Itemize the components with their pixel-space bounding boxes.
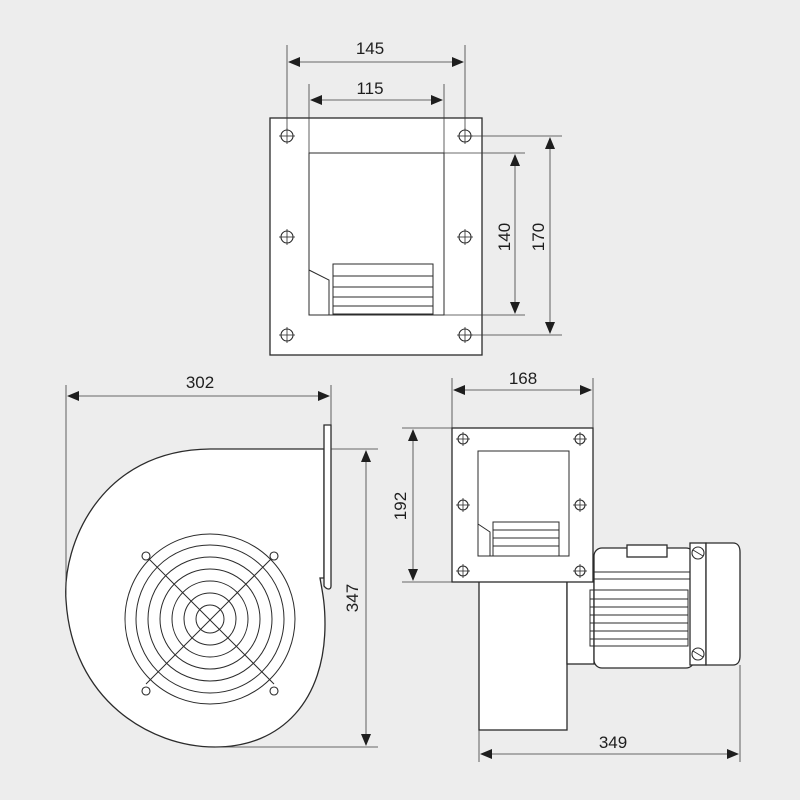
bolt-hole (456, 564, 470, 578)
bolt-hole (456, 498, 470, 512)
inlet-grille (124, 533, 296, 705)
flange-outlet-opening (308, 152, 445, 316)
dim-label-flange-outer-width: 145 (356, 39, 384, 58)
bolt-hole (573, 432, 587, 446)
motor-cooling-fins (589, 571, 694, 647)
motor-end-ring (689, 542, 707, 666)
motor-body (593, 547, 695, 669)
bolt-hole (279, 327, 295, 343)
motor-end-cap (705, 542, 741, 666)
bolt-hole (457, 229, 473, 245)
dim-label-flange-outer-height: 170 (529, 223, 548, 251)
front-flange-bolt-holes (456, 432, 587, 578)
dim-label-front-flange-height: 192 (391, 492, 410, 520)
dim-label-side-width: 302 (186, 373, 214, 392)
flange-louver (308, 263, 434, 315)
flange-view: 145 115 140 170 (269, 39, 562, 356)
front-view: 168 192 349 (391, 369, 741, 762)
motor-terminal-box (626, 544, 668, 558)
bolt-hole (573, 498, 587, 512)
bolt-hole (573, 564, 587, 578)
housing-body (478, 579, 568, 731)
bolt-hole (456, 432, 470, 446)
bolt-hole (279, 229, 295, 245)
outlet-flange-side (323, 424, 332, 590)
flange-plate (269, 117, 483, 356)
dim-label-side-height: 347 (343, 584, 362, 612)
dim-label-flange-inner-width: 115 (356, 79, 383, 98)
dim-label-total-depth: 349 (599, 733, 627, 752)
side-view: 302 347 (65, 373, 378, 748)
dim-label-front-flange-width: 168 (509, 369, 537, 388)
end-cap-screws (691, 546, 705, 661)
dim-label-flange-inner-height: 140 (495, 223, 514, 251)
front-louver (477, 521, 560, 557)
